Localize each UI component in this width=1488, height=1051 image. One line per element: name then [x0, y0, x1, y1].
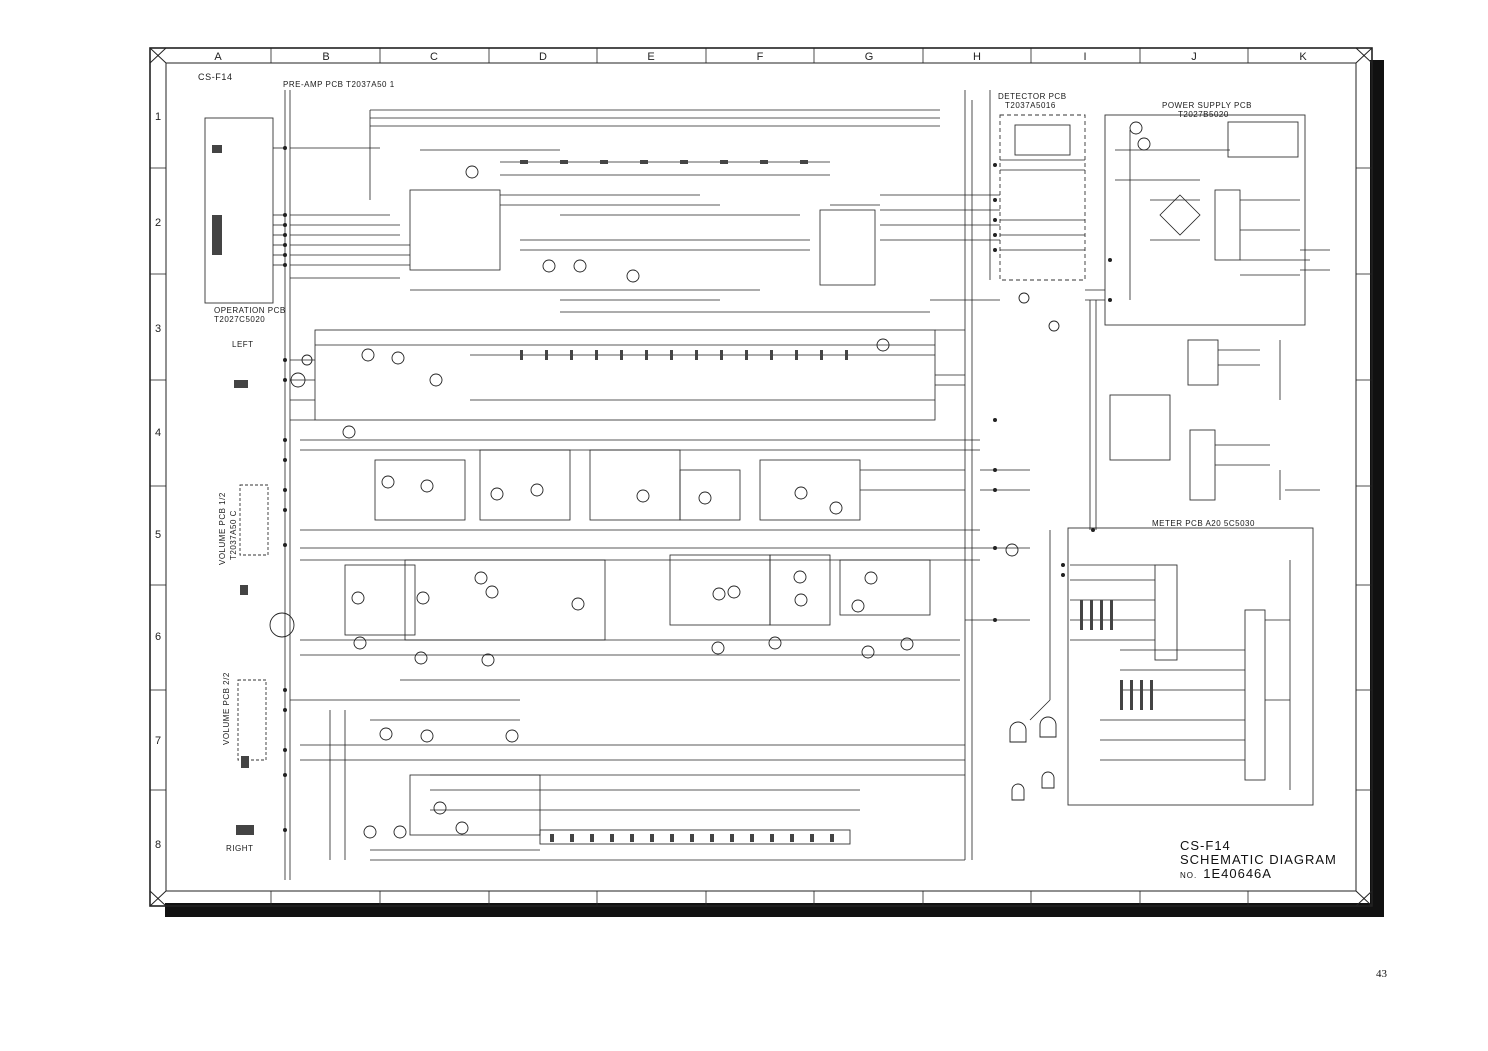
grid-col-j: J: [1191, 51, 1197, 63]
grid-row-3: 3: [155, 323, 161, 335]
grid-col-e: E: [647, 51, 654, 63]
operation-pcb-label: OPERATION PCB: [214, 306, 286, 315]
grid-ticks: [150, 48, 1372, 906]
power-supply-pcb-label: POWER SUPPLY PCB: [1162, 101, 1252, 110]
title-block: CS-F14 SCHEMATIC DIAGRAM NO. 1E40646A: [1180, 838, 1337, 883]
connector-table: [1109, 394, 1171, 461]
grid-col-d: D: [539, 51, 547, 63]
grid-row-8: 8: [155, 839, 161, 851]
volume-pcb-outline-1: [239, 484, 269, 556]
schematic-wiring: [273, 90, 1330, 880]
transistors: [269, 121, 1151, 839]
power-table: [1227, 121, 1299, 158]
grid-row-7: 7: [155, 735, 161, 747]
drawing-number-prefix: NO.: [1180, 871, 1198, 880]
terminal-dots: [283, 146, 1112, 832]
detector-pcb-code: T2037A5016: [1005, 101, 1056, 110]
grid-col-b: B: [322, 51, 329, 63]
grid-row-2: 2: [155, 217, 161, 229]
grid-col-c: C: [430, 51, 438, 63]
drawing-number: NO. 1E40646A: [1180, 867, 1337, 883]
right-channel-label: RIGHT: [226, 844, 254, 853]
grid-col-k: K: [1299, 51, 1307, 63]
grid-row-1: 1: [155, 111, 161, 123]
grid-col-f: F: [757, 51, 764, 63]
operation-pcb-code: T2027C5020: [214, 315, 266, 324]
volume-pcb-1-code: T2037A50 C: [229, 510, 238, 560]
grid-row-6: 6: [155, 631, 161, 643]
volume-pcb-outline-2: [237, 679, 267, 761]
power-supply-pcb-code: T2027B5020: [1178, 110, 1229, 119]
grid-col-h: H: [973, 51, 981, 63]
title-model: CS-F14: [1180, 838, 1231, 853]
title-text: SCHEMATIC DIAGRAM: [1180, 852, 1337, 867]
power-relay: [1189, 429, 1216, 501]
board-outlines: [204, 114, 1314, 845]
power-supply-pcb-outline: [1104, 114, 1306, 326]
passive-components: [212, 145, 1153, 842]
detector-pcb-outline: [999, 114, 1086, 281]
operation-pcb-outline: [204, 117, 274, 304]
grid-col-a: A: [214, 51, 222, 63]
pre-amp-pcb-label: PRE-AMP PCB T2037A50 1: [283, 80, 395, 89]
sheet-model-label: CS-F14: [198, 72, 233, 82]
grid-row-5: 5: [155, 529, 161, 541]
left-channel-label: LEFT: [232, 340, 254, 349]
volume-pcb-2-label: VOLUME PCB 2/2: [222, 672, 231, 745]
meter-ic-2: [1244, 609, 1266, 781]
volume-pcb-1-label: VOLUME PCB 1/2: [218, 492, 227, 565]
grid-col-g: G: [865, 51, 874, 63]
grid-row-4: 4: [155, 427, 161, 439]
output-terminal-block: [539, 829, 851, 845]
drawing-number-value: 1E40646A: [1203, 866, 1272, 881]
grid-labels: A B C D E F G H I J K 1 2 3 4 5 6 7 8: [155, 51, 1307, 851]
frame-shadow: [165, 60, 1384, 917]
detector-relay: [1014, 124, 1071, 156]
sheet-frame: [149, 47, 1373, 907]
meter-ic-1: [1154, 564, 1178, 661]
power-transformer: [1187, 339, 1219, 386]
detector-pcb-label: DETECTOR PCB: [998, 92, 1067, 101]
grid-col-i: I: [1083, 51, 1086, 63]
meter-pcb-outline: [1067, 527, 1314, 806]
component-legend: [1005, 292, 1060, 801]
meter-pcb-label: METER PCB A20 5C5030: [1152, 519, 1255, 528]
page-number: 43: [1376, 968, 1387, 980]
